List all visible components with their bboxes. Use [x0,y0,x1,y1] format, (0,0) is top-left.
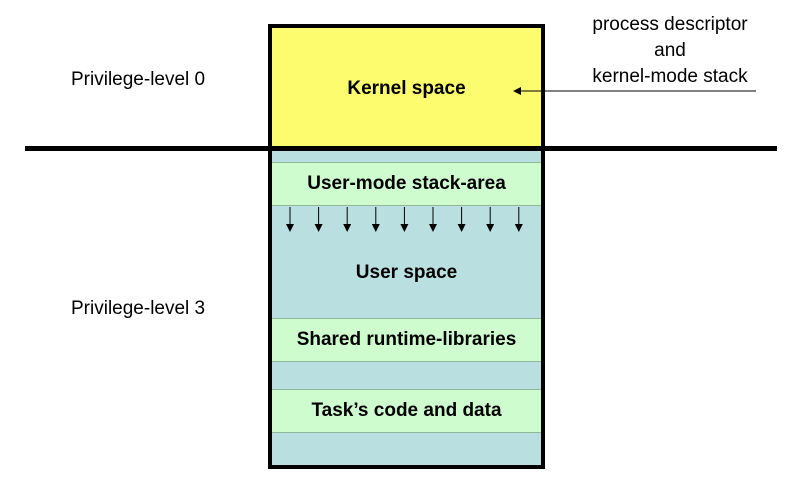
kernel-annotation: process descriptor and kernel-mode stack [570,12,770,90]
task-code-data-label: Task’s code and data [311,400,502,421]
annotation-line-3: kernel-mode stack [592,66,748,87]
user-stack-area-band: User-mode stack-area [272,162,541,206]
shared-libraries-band: Shared runtime-libraries [272,318,541,362]
kernel-space-region: Kernel space [268,24,545,150]
privilege-level-3-label: Privilege-level 3 [71,298,206,319]
user-stack-area-label: User-mode stack-area [307,173,506,194]
privilege-level-0-label: Privilege-level 0 [71,69,206,90]
shared-libraries-label: Shared runtime-libraries [296,329,517,350]
task-code-data-band: Task’s code and data [272,389,541,433]
kernel-space-label: Kernel space [347,78,466,99]
annotation-line-1: process descriptor [592,14,748,35]
privilege-divider-line [25,146,777,151]
stack-growth-arrows [286,207,523,232]
user-space-label: User space [355,262,458,283]
annotation-line-2: and [654,40,686,61]
